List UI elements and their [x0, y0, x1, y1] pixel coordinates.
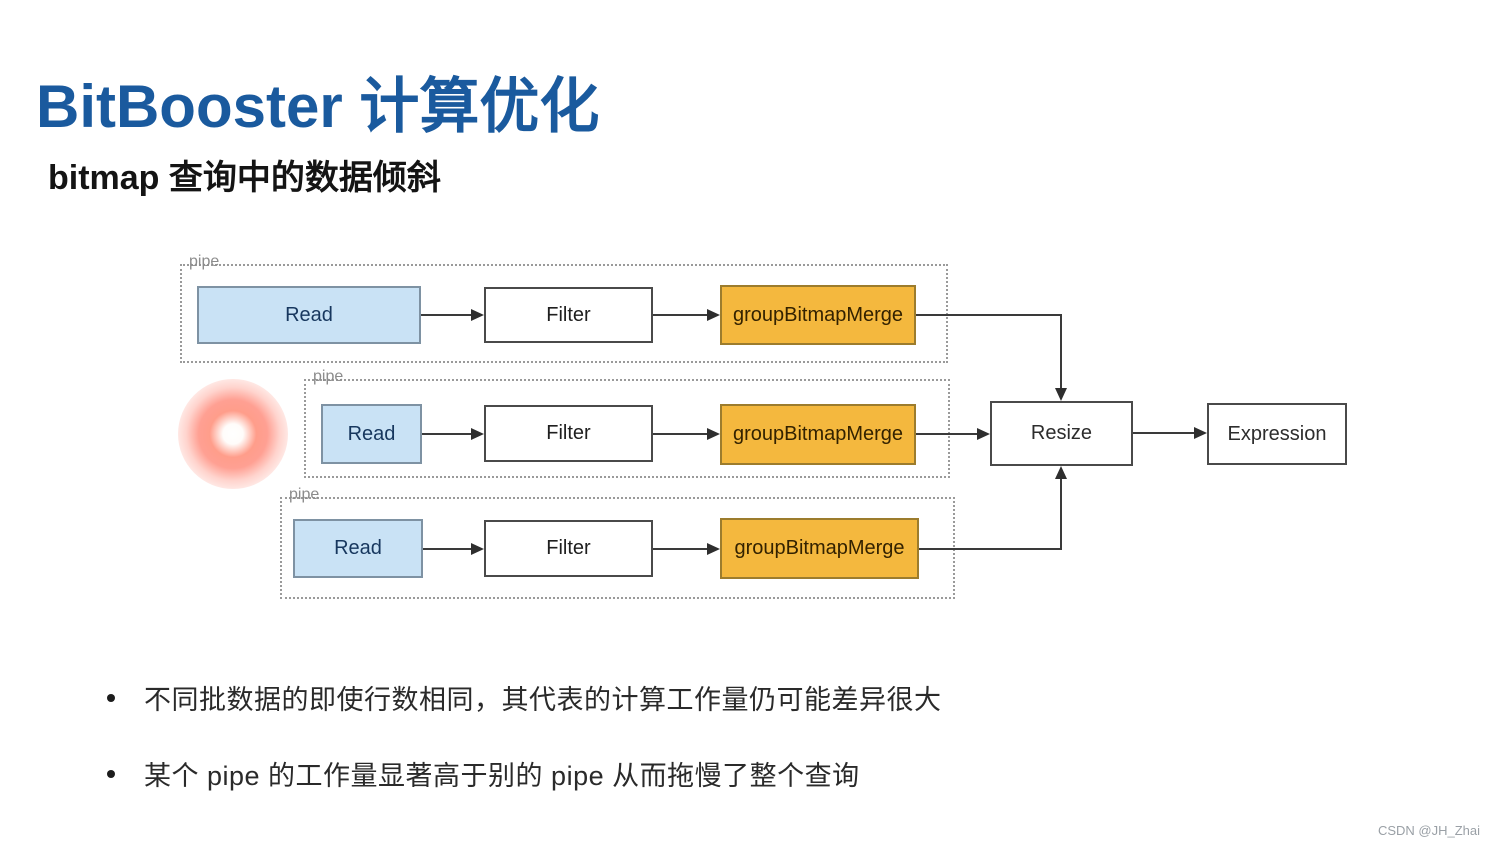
filter-node-3: Filter: [484, 520, 653, 577]
connector-line: [423, 548, 473, 550]
connector-line: [1133, 432, 1195, 434]
laser-pointer-dot: [178, 379, 288, 489]
arrowhead-icon: [707, 428, 720, 440]
connector-line: [653, 314, 709, 316]
arrowhead-icon: [471, 543, 484, 555]
read-node-1: Read: [197, 286, 421, 344]
pipe-label: pipe: [189, 253, 220, 270]
expression-node: Expression: [1207, 403, 1347, 465]
bullet-text: 某个 pipe 的工作量显著高于别的 pipe 从而拖慢了整个查询: [144, 761, 860, 791]
connector-line: [919, 548, 1062, 550]
bullet-dot: [107, 769, 115, 778]
arrowhead-icon: [1194, 427, 1207, 439]
pipe-container-1: pipe: [180, 254, 948, 363]
filter-node-1: Filter: [484, 287, 653, 343]
arrowhead-icon: [471, 309, 484, 321]
arrowhead-icon: [1055, 388, 1067, 401]
connector-line: [916, 433, 979, 435]
arrowhead-icon: [1055, 466, 1067, 479]
filter-node-2: Filter: [484, 405, 653, 462]
connector-line: [916, 314, 1062, 316]
arrowhead-icon: [471, 428, 484, 440]
bullet-dot: [107, 693, 115, 702]
pipe-container-2: pipe: [304, 369, 950, 478]
arrowhead-icon: [977, 428, 990, 440]
connector-line: [1060, 478, 1062, 550]
pipe-label: pipe: [313, 368, 344, 385]
page-title: BitBooster 计算优化: [36, 73, 600, 140]
pipe-label: pipe: [289, 486, 320, 503]
merge-node-1: groupBitmapMerge: [720, 285, 916, 345]
connector-line: [1060, 314, 1062, 390]
connector-line: [421, 314, 473, 316]
bullet-text: 不同批数据的即使行数相同，其代表的计算工作量仍可能差异很大: [144, 685, 942, 715]
merge-node-3: groupBitmapMerge: [720, 518, 919, 579]
merge-node-2: groupBitmapMerge: [720, 404, 916, 465]
bullet-item: 不同批数据的即使行数相同，其代表的计算工作量仍可能差异很大: [107, 678, 942, 717]
watermark: CSDN @JH_Zhai: [1377, 823, 1480, 838]
page-subtitle: bitmap 查询中的数据倾斜: [48, 159, 441, 197]
bullet-item: 某个 pipe 的工作量显著高于别的 pipe 从而拖慢了整个查询: [107, 754, 860, 793]
arrowhead-icon: [707, 543, 720, 555]
connector-line: [422, 433, 473, 435]
arrowhead-icon: [707, 309, 720, 321]
read-node-2: Read: [321, 404, 422, 464]
connector-line: [653, 433, 709, 435]
read-node-3: Read: [293, 519, 423, 578]
connector-line: [653, 548, 709, 550]
resize-node: Resize: [990, 401, 1133, 466]
